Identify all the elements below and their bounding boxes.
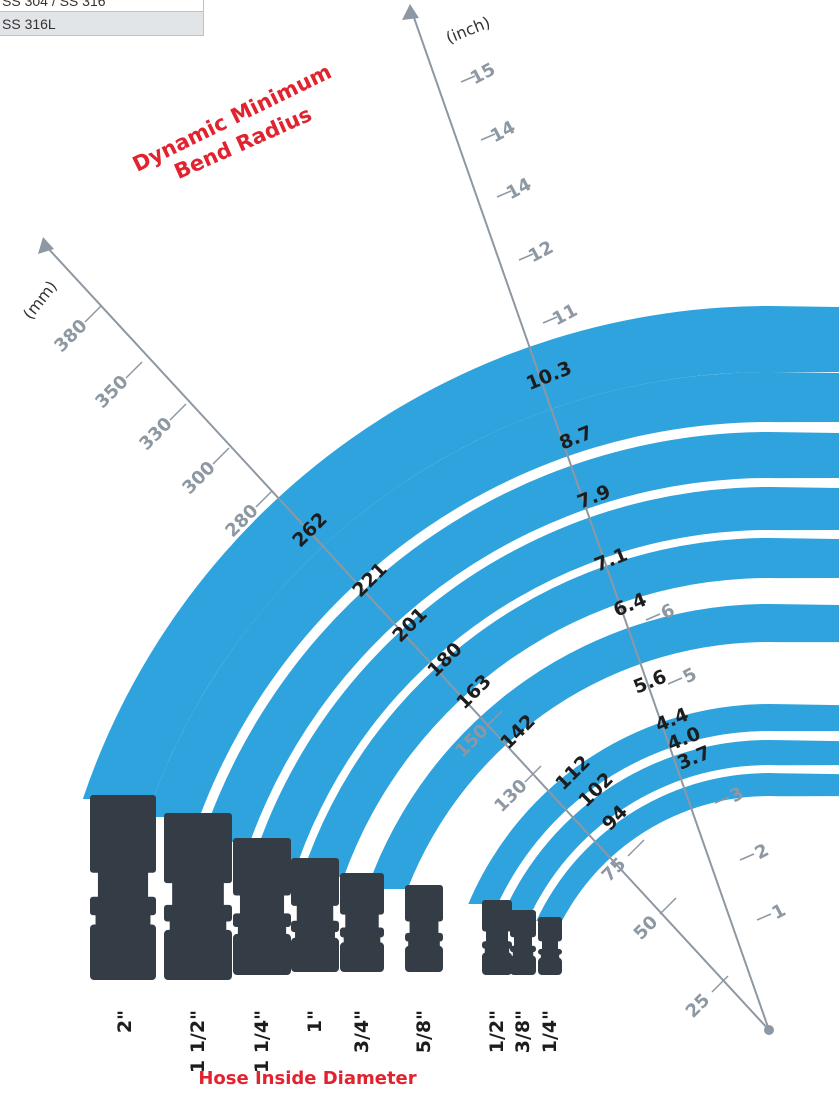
- hose-arcs: [82, 306, 839, 921]
- mm-tick: 380: [50, 305, 102, 357]
- svg-text:11: 11: [549, 300, 581, 330]
- inch-axis-label: (inch): [443, 13, 493, 48]
- inch-axis-line: [411, 11, 770, 1031]
- svg-text:12: 12: [525, 237, 557, 267]
- hose-size-label: 1 1/4": [251, 1010, 273, 1073]
- mm-axis-arrow: [38, 237, 54, 254]
- svg-text:14: 14: [487, 117, 519, 147]
- mm-axis-line: [44, 244, 770, 1031]
- hose-size-label: 1/2": [486, 1010, 508, 1053]
- hose-fittings: [90, 795, 562, 980]
- material-table: SS 304 / SS 316 SS 316L: [0, 0, 204, 36]
- svg-text:5: 5: [680, 664, 701, 688]
- hose-arc: [82, 306, 839, 799]
- hose-arc: [146, 372, 839, 817]
- inch-tick: 1: [756, 900, 790, 924]
- hose-fitting: [340, 873, 384, 972]
- mm-tick: 330: [135, 403, 187, 455]
- inch-tick: 5: [667, 664, 701, 688]
- mm-axis-label: (mm): [19, 277, 61, 323]
- hose-fitting: [405, 885, 443, 972]
- mm-tick: 300: [178, 447, 230, 499]
- inch-tick: 15: [460, 59, 499, 89]
- hose-arc: [503, 740, 839, 914]
- hose-arc: [252, 487, 839, 862]
- hose-fitting: [164, 813, 232, 980]
- hose-size-label: 1": [304, 1010, 326, 1033]
- material-row: SS 316L: [0, 11, 204, 36]
- hose-arc: [301, 538, 839, 877]
- hose-size-label: 1 1/2": [187, 1010, 209, 1073]
- hose-size-labels: 2" 1 1/2" 1 1/4" 1" 3/4" 5/8" 1/2"3/8"1/4": [114, 1010, 561, 1073]
- svg-text:2: 2: [752, 840, 773, 864]
- hose-size-label: 3/8": [512, 1010, 534, 1053]
- inch-tick: 12: [518, 237, 557, 267]
- hose-size-label: 5/8": [413, 1010, 435, 1053]
- hose-arc: [468, 704, 839, 904]
- inch-value-label: 5.6: [630, 665, 669, 698]
- axis-origin: [764, 1025, 774, 1035]
- hose-size-label: 1/4": [539, 1010, 561, 1053]
- svg-text:1: 1: [769, 900, 790, 924]
- hose-fitting: [538, 917, 562, 975]
- inch-tick: 14: [496, 174, 535, 204]
- hose-fitting: [482, 900, 512, 975]
- mm-tick: 350: [91, 361, 143, 413]
- hose-arc: [367, 604, 839, 889]
- inch-axis-arrow: [402, 4, 419, 20]
- x-axis-title: Hose Inside Diameter: [198, 1068, 417, 1089]
- svg-text:50: 50: [630, 912, 663, 945]
- hose-arc: [201, 432, 839, 842]
- hose-size-label: 2": [114, 1010, 136, 1033]
- svg-text:14: 14: [503, 174, 535, 204]
- hose-fitting: [510, 910, 536, 975]
- svg-text:25: 25: [682, 990, 715, 1023]
- hose-fitting: [90, 795, 156, 980]
- hose-fitting: [233, 838, 291, 975]
- hose-size-label: 3/4": [351, 1010, 373, 1053]
- hose-fitting: [291, 858, 339, 972]
- mm-tick: 25: [682, 975, 729, 1023]
- inch-tick: 2: [739, 840, 773, 864]
- hose-arc: [536, 773, 839, 921]
- inch-tick: 11: [542, 300, 581, 330]
- svg-text:15: 15: [467, 59, 499, 89]
- inch-tick: 14: [480, 117, 519, 147]
